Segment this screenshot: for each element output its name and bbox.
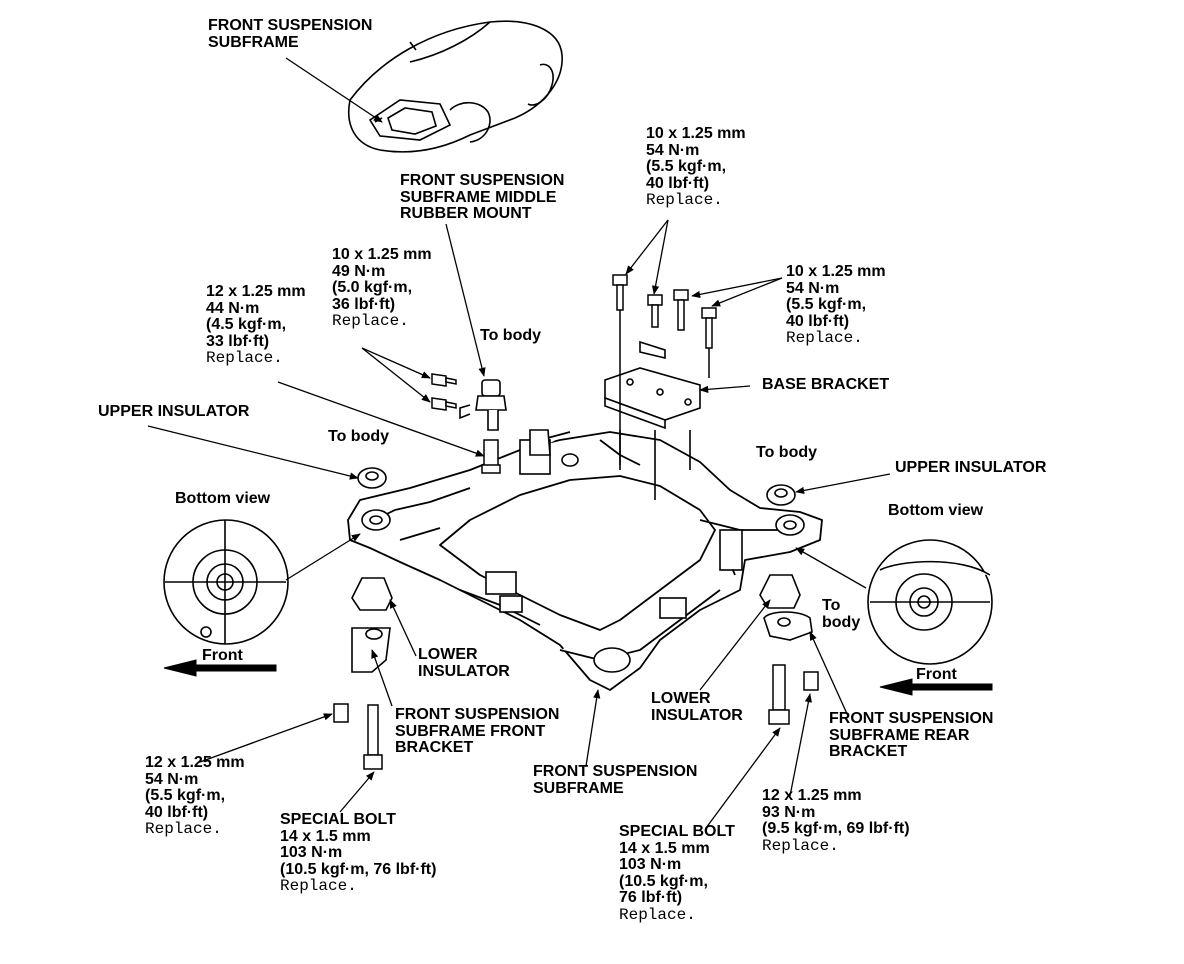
label-base-bracket: BASE BRACKET xyxy=(762,376,890,393)
car-outline xyxy=(348,20,563,153)
label-front-right: Front xyxy=(916,666,957,683)
label-upper-insulator-right: UPPER INSULATOR xyxy=(895,459,1047,476)
label-bottom-view-right: Bottom view xyxy=(888,502,984,519)
mount-bolts-art xyxy=(431,373,501,474)
brackets-art xyxy=(351,611,813,673)
label-front-left: Front xyxy=(202,647,243,664)
label-to-body-right: To body xyxy=(756,444,818,461)
bottom-view-left-art xyxy=(163,519,289,645)
leader-lines xyxy=(147,57,891,829)
bottom-bolts-art xyxy=(333,664,819,770)
label-to-body-mount: To body xyxy=(480,327,542,344)
label-to-body-left: To body xyxy=(328,428,390,445)
middle-mount-art xyxy=(459,379,551,456)
label-bottom-view-left: Bottom view xyxy=(175,490,271,507)
front-arrows xyxy=(163,659,993,696)
bottom-view-right-art xyxy=(867,539,993,665)
top-bolts-art xyxy=(612,274,717,465)
label-upper-insulator-left: UPPER INSULATOR xyxy=(98,403,250,420)
